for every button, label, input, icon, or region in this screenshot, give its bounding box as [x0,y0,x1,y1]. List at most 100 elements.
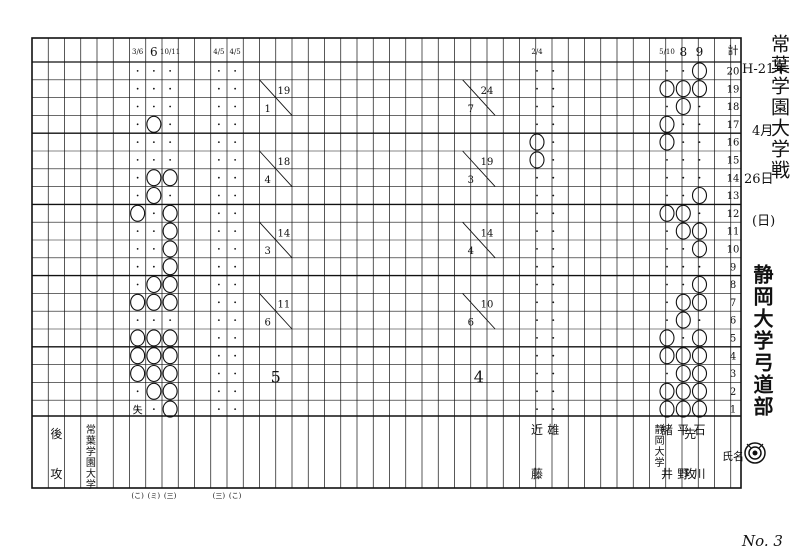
miss-dot [234,230,237,233]
hit-circle [691,382,708,400]
miss-dot [552,194,555,197]
miss-dot [552,372,555,375]
tally-cumulative: 24 [481,86,494,97]
miss-dot [217,230,220,233]
miss-dot [136,176,139,179]
miss-dot [152,319,155,321]
miss-dot [536,105,538,108]
archer-total: 9 [696,45,704,59]
miss-dot [152,105,155,108]
miss-dot [136,248,139,250]
miss-label: 失 [133,404,143,417]
score-grid [31,37,742,489]
row-number: 13 [727,191,740,202]
row-number: 18 [727,102,740,113]
miss-dot [169,319,172,321]
miss-dot [136,230,139,233]
miss-dot [234,123,237,126]
archer-first-hit: 3/6 [132,48,144,56]
page-number: No. 3 [742,532,783,550]
archer-first-hit: 4/5 [213,48,224,56]
archer-surname: 平 [677,423,689,437]
miss-dot [552,230,555,233]
miss-dot [552,70,555,72]
row-number: 8 [730,280,736,291]
row-number: 20 [727,66,740,77]
hit-circle [146,275,162,294]
miss-dot [234,70,237,72]
miss-dot [536,212,538,215]
miss-dot [698,176,701,179]
miss-dot [234,337,237,339]
miss-dot [536,194,538,197]
miss-dot [666,301,668,304]
hit-circle [675,347,691,365]
hit-circle [659,204,675,222]
hit-circle [162,275,178,294]
home-position-first: 先 [684,427,696,441]
miss-dot [536,319,538,321]
miss-dot [234,159,237,161]
hit-circle [162,204,178,222]
row-number: 16 [727,138,740,149]
miss-dot [682,283,685,286]
miss-dot [169,194,172,197]
away-team-label: 常葉学園大学 [83,423,95,490]
miss-dot [217,319,220,321]
miss-dot [536,390,538,393]
hit-circle [162,258,178,276]
hit-circle [675,204,691,222]
tally-round: 6 [264,317,270,328]
miss-dot [217,408,220,410]
miss-dot [536,337,538,339]
hit-circle [162,329,178,347]
hit-circle [659,115,675,133]
hit-circle [162,364,178,383]
tally-cumulative: 14 [278,228,291,239]
miss-dot [234,390,237,393]
miss-dot [666,372,668,375]
miss-dot [217,390,220,393]
miss-dot [666,105,668,108]
row-number: 17 [727,120,740,131]
miss-dot [217,372,220,375]
miss-dot [136,123,139,126]
miss-dot [152,87,155,90]
archer-first-hit: 5/10 [659,48,675,56]
miss-dot [536,230,538,233]
miss-dot [152,248,155,250]
miss-dot [136,159,139,161]
miss-dot [217,105,220,108]
miss-dot [552,337,555,339]
sheet-labels: 2019181716151413121110987654321計氏名9石川8平野… [50,43,744,500]
miss-dot [536,176,538,179]
row-number: 11 [727,227,740,238]
tally-round: 6 [468,317,474,328]
miss-dot [217,248,220,250]
hit-circle [529,151,545,169]
miss-dot [552,390,555,393]
tally-round: 3 [468,175,474,186]
hit-circle [675,222,691,240]
hit-circle [659,382,675,400]
hit-circle [162,222,178,240]
hit-circle [675,311,691,329]
archer-first-hit: 10/11 [160,48,180,56]
miss-dot [666,194,668,197]
miss-dot [682,141,685,144]
miss-dot [552,141,555,144]
miss-dot [234,372,237,375]
miss-dot [217,159,220,161]
miss-dot [152,212,155,215]
miss-dot [698,265,701,268]
miss-dot [152,159,155,161]
archer-surname: 雄 [547,422,559,437]
miss-dot [234,265,237,268]
miss-dot [698,159,701,161]
miss-dot [698,123,701,126]
hit-circle [146,329,162,347]
round-score: 4 [474,367,484,386]
hit-circle [162,400,178,418]
archer-total: 8 [679,45,687,59]
hit-circle [130,293,146,311]
